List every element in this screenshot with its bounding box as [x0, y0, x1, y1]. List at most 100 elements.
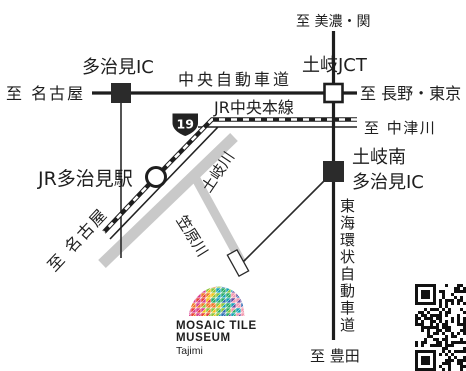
label-to-toyota: 至 豊田 [310, 347, 360, 365]
qr-module [436, 344, 439, 347]
qr-module [463, 326, 466, 329]
toki-river [98, 133, 238, 268]
qr-module [457, 302, 460, 305]
mosaic-tile [215, 286, 222, 289]
qr-module [448, 356, 451, 359]
mosaic-tile [246, 283, 251, 288]
mosaic-tile [200, 287, 207, 294]
qr-module [433, 290, 436, 293]
qr-module [457, 341, 460, 344]
qr-module [442, 347, 445, 350]
qr-module [448, 368, 451, 371]
mosaic-tile [246, 283, 251, 288]
qr-module [436, 317, 439, 320]
qr-module [448, 326, 451, 329]
qr-module [436, 329, 439, 332]
qr-module [433, 296, 436, 299]
qr-module [436, 338, 439, 341]
qr-module [451, 317, 454, 320]
qr-module [445, 314, 448, 317]
qr-module [454, 290, 457, 293]
mosaic-tile [189, 287, 192, 294]
qr-module [415, 290, 418, 293]
mosaic-tile [200, 286, 207, 289]
qr-module [415, 314, 418, 317]
qr-module [421, 326, 424, 329]
qr-module [436, 308, 439, 311]
qr-module [421, 368, 424, 371]
qr-module [451, 341, 454, 344]
qr-module [454, 335, 457, 338]
qr-module [421, 362, 424, 365]
mosaic-tile [220, 286, 227, 289]
qr-module [433, 314, 436, 317]
qr-module [460, 296, 463, 299]
qr-module [442, 308, 445, 311]
qr-module [421, 284, 424, 287]
qr-module [445, 320, 448, 323]
qr-module [424, 308, 427, 311]
qr-module [460, 284, 463, 287]
qr-module [457, 362, 460, 365]
mosaic-tile [189, 302, 192, 309]
qr-module [439, 299, 442, 302]
qr-module [463, 329, 466, 332]
mosaic-tile [189, 287, 192, 294]
qr-module [445, 299, 448, 302]
qr-module [460, 359, 463, 362]
qr-module [451, 293, 454, 296]
qr-module [427, 362, 430, 365]
qr-module [433, 350, 436, 353]
qr-module [418, 284, 421, 287]
qr-module [460, 368, 463, 371]
qr-module [424, 296, 427, 299]
qr-module [451, 335, 454, 338]
qr-module [433, 359, 436, 362]
qr-module [439, 305, 442, 308]
qr-module [439, 311, 442, 314]
qr-module [415, 302, 418, 305]
qr-module [421, 296, 424, 299]
mosaic-tile [195, 286, 202, 289]
qr-module [457, 323, 460, 326]
qr-module [445, 344, 448, 347]
qr-module [424, 293, 427, 296]
route-shield-number: 19 [177, 117, 194, 132]
qr-module [442, 368, 445, 371]
qr-module [457, 317, 460, 320]
qr-module [442, 338, 445, 341]
qr-module [424, 326, 427, 329]
qr-module [430, 368, 433, 371]
qr-code-icon [413, 282, 466, 371]
qr-module [421, 356, 424, 359]
qr-module [415, 341, 418, 344]
qr-module [460, 362, 463, 365]
qr-module [424, 290, 427, 293]
qr-module [463, 356, 466, 359]
qr-module [436, 314, 439, 317]
qr-module [418, 323, 421, 326]
qr-module [430, 302, 433, 305]
qr-module [457, 320, 460, 323]
qr-module [448, 362, 451, 365]
qr-module [427, 284, 430, 287]
qr-module [415, 344, 418, 347]
qr-module [424, 359, 427, 362]
qr-module [430, 344, 433, 347]
label-kasahara-river: 笠原川 [172, 212, 211, 260]
mosaic-tile [230, 286, 237, 289]
qr-module [427, 356, 430, 359]
qr-module [418, 368, 421, 371]
qr-module [415, 284, 418, 287]
qr-module [430, 314, 433, 317]
qr-module [427, 350, 430, 353]
mosaic-tile [240, 292, 245, 299]
qr-module [415, 296, 418, 299]
qr-module [442, 332, 445, 335]
qr-module [415, 362, 418, 365]
qr-module [445, 359, 448, 362]
qr-module [433, 362, 436, 365]
mosaic-tile [246, 288, 251, 293]
qr-module [460, 329, 463, 332]
qr-module [421, 341, 424, 344]
